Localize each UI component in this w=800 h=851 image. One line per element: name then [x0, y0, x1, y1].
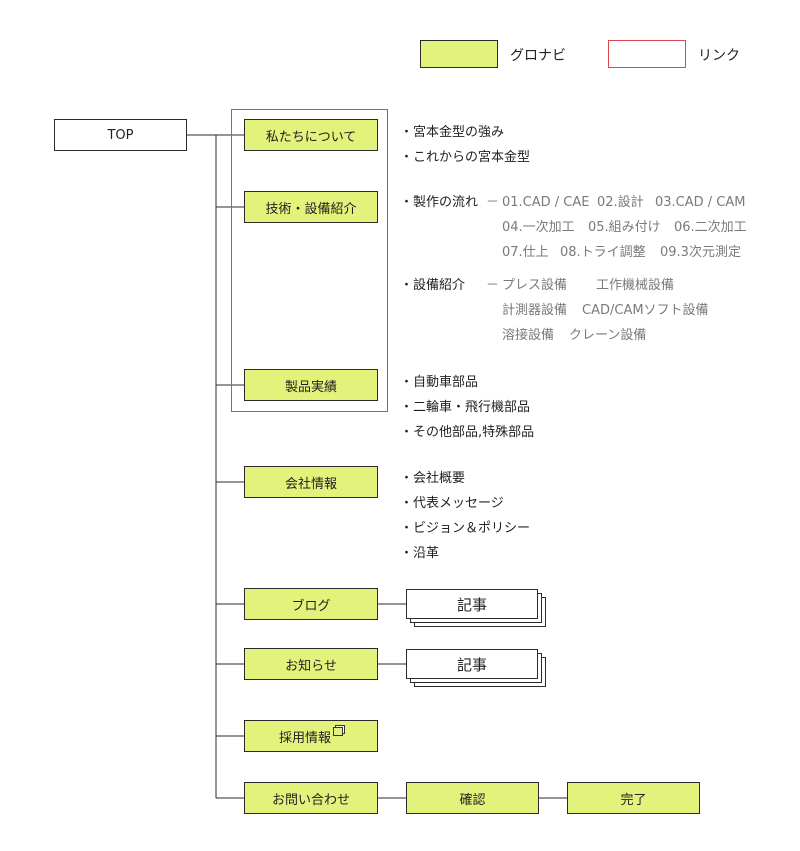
- news-article-stack[interactable]: 記事: [406, 649, 546, 687]
- nav-products[interactable]: 製品実績: [244, 369, 378, 401]
- company-item[interactable]: ・沿革: [400, 546, 440, 561]
- company-item[interactable]: ・会社概要: [400, 471, 466, 486]
- equip-item[interactable]: クレーン設備: [569, 328, 647, 343]
- product-item[interactable]: ・自動車部品: [400, 375, 479, 390]
- flow-step[interactable]: 03.CAD / CAM: [655, 195, 746, 210]
- equip-item[interactable]: 計測器設備: [502, 303, 568, 318]
- news-article-label: 記事: [406, 649, 538, 679]
- tech-equip-row: 計測器設備 CAD/CAMソフト設備: [502, 299, 709, 318]
- blog-article-stack[interactable]: 記事: [406, 589, 546, 627]
- nav-complete[interactable]: 完了: [567, 782, 700, 814]
- nav-about[interactable]: 私たちについて: [244, 119, 378, 151]
- about-item[interactable]: ・これからの宮本金型: [400, 150, 531, 165]
- link-group-frame: [231, 109, 388, 412]
- flow-step[interactable]: 02.設計: [597, 195, 644, 210]
- nav-contact[interactable]: お問い合わせ: [244, 782, 378, 814]
- legend-nav-swatch: [420, 40, 498, 68]
- tech-equip-row: 溶接設備クレーン設備: [502, 324, 646, 343]
- top-node[interactable]: TOP: [54, 119, 187, 151]
- nav-confirm[interactable]: 確認: [406, 782, 539, 814]
- tech-equip-label[interactable]: ・設備紹介: [400, 278, 466, 293]
- tech-equip-dash: －: [486, 278, 500, 293]
- tech-flow-dash: －: [486, 195, 500, 210]
- product-item[interactable]: ・二輪車・飛行機部品: [400, 400, 531, 415]
- tech-flow-row: 01.CAD / CAE 02.設計 03.CAD / CAM: [502, 191, 746, 210]
- flow-step[interactable]: 05.組み付け: [588, 220, 661, 235]
- product-item[interactable]: ・その他部品,特殊部品: [400, 425, 535, 440]
- nav-tech[interactable]: 技術・設備紹介: [244, 191, 378, 223]
- flow-step[interactable]: 07.仕上: [502, 245, 549, 260]
- nav-blog[interactable]: ブログ: [244, 588, 378, 620]
- nav-recruit-label: 採用情報: [278, 730, 331, 746]
- equip-item[interactable]: 工作機械設備: [596, 278, 675, 293]
- equip-item[interactable]: プレス設備: [502, 278, 568, 293]
- company-item[interactable]: ・代表メッセージ: [400, 496, 504, 511]
- tech-equip-row: プレス設備 工作機械設備: [502, 274, 674, 293]
- nav-company[interactable]: 会社情報: [244, 466, 378, 498]
- legend-link-swatch: [608, 40, 686, 68]
- equip-item[interactable]: 溶接設備: [502, 328, 555, 343]
- tech-flow-label[interactable]: ・製作の流れ: [400, 195, 479, 210]
- flow-step[interactable]: 09.3次元測定: [660, 245, 741, 260]
- equip-item[interactable]: CAD/CAMソフト設備: [582, 303, 709, 318]
- about-item[interactable]: ・宮本金型の強み: [400, 125, 505, 140]
- flow-step[interactable]: 01.CAD / CAE: [502, 195, 590, 210]
- nav-news[interactable]: お知らせ: [244, 648, 378, 680]
- flow-step[interactable]: 08.トライ調整: [560, 245, 646, 260]
- flow-step[interactable]: 06.二次加工: [674, 220, 747, 235]
- tech-flow-row: 07.仕上 08.トライ調整 09.3次元測定: [502, 241, 741, 260]
- external-link-icon: [333, 726, 343, 736]
- legend-link-label: リンク: [698, 48, 740, 64]
- nav-recruit[interactable]: 採用情報: [244, 720, 378, 752]
- tech-flow-row: 04.一次加工 05.組み付け 06.二次加工: [502, 216, 747, 235]
- company-item[interactable]: ・ビジョン＆ポリシー: [400, 521, 531, 536]
- legend-nav-label: グロナビ: [510, 48, 566, 64]
- flow-step[interactable]: 04.一次加工: [502, 220, 575, 235]
- blog-article-label: 記事: [406, 589, 538, 619]
